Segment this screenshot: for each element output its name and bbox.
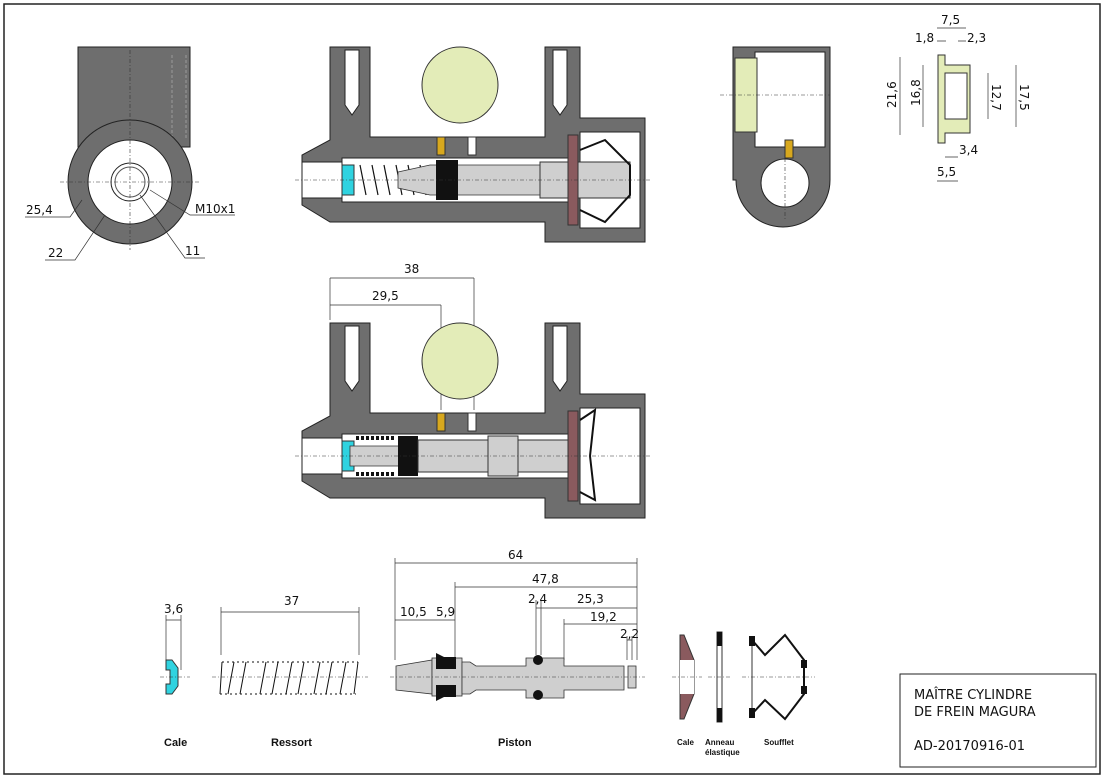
drawing-frame xyxy=(3,3,1101,775)
dim-5-5: 5,5 xyxy=(937,165,956,179)
dim-5-9: 5,9 xyxy=(436,605,455,619)
dim-22: 22 xyxy=(48,246,63,260)
label-piston: Piston xyxy=(498,737,532,749)
dim-38: 38 xyxy=(404,262,419,276)
part-soufflet: Soufflet xyxy=(742,633,815,747)
right-end-view xyxy=(720,46,831,228)
part-piston: 64 47,8 10,5 5,9 2,4 25,3 19,2 2,2 Pisto… xyxy=(390,548,645,749)
dim-17-5: 17,5 xyxy=(1017,84,1031,111)
title-line-2: DE FREIN MAGURA xyxy=(914,705,1036,720)
part-anneau-elastique: Anneau élastique xyxy=(705,631,740,757)
dim-37: 37 xyxy=(284,594,299,608)
dim-29-5: 29,5 xyxy=(372,289,399,303)
dim-25-4: 25,4 xyxy=(26,203,53,217)
part-cale-2: Cale xyxy=(672,634,702,747)
dim-21-6: 21,6 xyxy=(885,81,899,108)
label-elastique: élastique xyxy=(705,748,740,757)
section-view-rest xyxy=(295,46,650,243)
drawing-reference: AD-20170916-01 xyxy=(914,739,1025,754)
dim-25-3: 25,3 xyxy=(577,592,604,606)
dim-19-2: 19,2 xyxy=(590,610,617,624)
dim-12-7: 12,7 xyxy=(989,84,1003,111)
dim-47-8: 47,8 xyxy=(532,572,559,586)
dim-16-8: 16,8 xyxy=(909,79,923,106)
title-block: MAÎTRE CYLINDRE DE FREIN MAGURA AD-20170… xyxy=(899,673,1097,768)
left-end-view: 25,4 22 11 M10x1 xyxy=(25,46,235,261)
dim-3-4: 3,4 xyxy=(959,143,978,157)
dim-10-5: 10,5 xyxy=(400,605,427,619)
section-view-actuated: 38 29,5 xyxy=(295,262,650,519)
dim-1-8: 1,8 xyxy=(915,31,934,45)
dim-3-6: 3,6 xyxy=(164,602,183,616)
dim-m10x1: M10x1 xyxy=(195,202,235,216)
label-ressort: Ressort xyxy=(271,737,312,749)
dim-7-5: 7,5 xyxy=(941,13,960,27)
title-line-1: MAÎTRE CYLINDRE xyxy=(914,687,1032,703)
label-cale: Cale xyxy=(164,737,187,749)
dim-64: 64 xyxy=(508,548,523,562)
dim-11: 11 xyxy=(185,244,200,258)
part-ressort: 37 Ressort xyxy=(212,594,368,749)
part-cale: 3,6 Cale xyxy=(160,602,190,749)
dim-2-4: 2,4 xyxy=(528,592,547,606)
label-anneau: Anneau xyxy=(705,738,734,747)
dim-2-2: 2,2 xyxy=(620,627,639,641)
label-cale-2: Cale xyxy=(677,738,694,747)
label-soufflet: Soufflet xyxy=(764,738,794,747)
bushing-detail: 7,5 1,8 2,3 21,6 16,8 12,7 17,5 3,4 5,5 xyxy=(885,13,1031,182)
dim-2-3: 2,3 xyxy=(967,31,986,45)
